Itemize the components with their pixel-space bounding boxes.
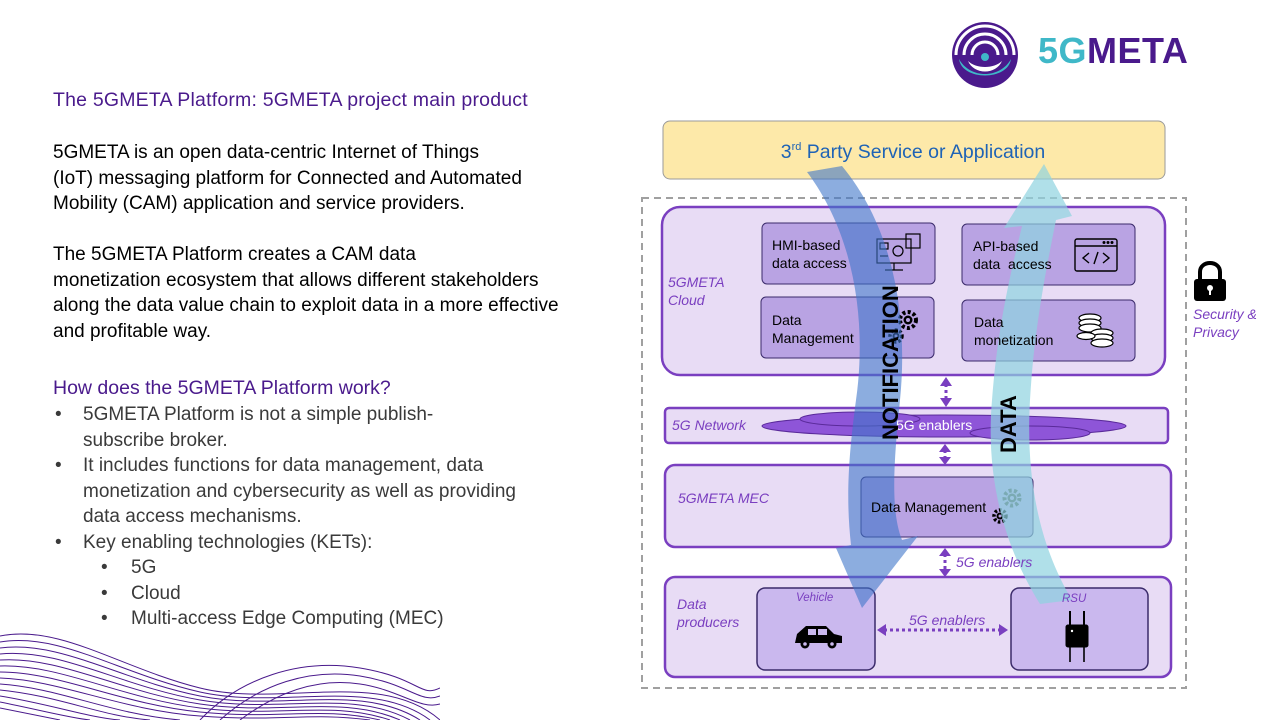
how-it-works-list: • 5GMETA Platform is not a simple publis… xyxy=(53,402,633,632)
hmi-box-label: data access xyxy=(772,255,847,271)
cloud-dm-box-label: Management xyxy=(772,330,854,346)
vehicle-label: Vehicle xyxy=(796,592,833,604)
sub-list-item: • Multi-access Edge Computing (MEC) xyxy=(53,606,633,632)
enablers-link-label: 5G enablers xyxy=(956,554,1032,570)
intro-line: and profitable way. xyxy=(53,320,212,342)
security-label: Security & xyxy=(1193,306,1257,322)
intro-line: 5GMETA is an open data-centric Internet … xyxy=(53,142,479,163)
notification-label: NOTIFICATION xyxy=(878,285,903,440)
cloud-layer-label: 5GMETA xyxy=(668,274,725,290)
logo-text-meta: META xyxy=(1087,30,1189,71)
bullet-glyph: • xyxy=(101,608,108,629)
sub-list-item: • 5G xyxy=(53,555,633,581)
intro-paragraph-1: 5GMETA is an open data-centric Internet … xyxy=(53,140,633,217)
network-layer-label: 5G Network xyxy=(672,417,747,433)
producers-layer-label: Data xyxy=(677,596,707,612)
how-it-works-title: How does the 5GMETA Platform work? xyxy=(53,377,391,399)
intro-line: (IoT) messaging platform for Connected a… xyxy=(53,167,522,189)
code-window-icon xyxy=(1074,238,1118,272)
rsu-label: RSU xyxy=(1062,593,1087,605)
intro-paragraph-2: The 5GMETA Platform creates a CAM data m… xyxy=(53,242,633,344)
sub-list-item-text: Cloud xyxy=(131,582,181,604)
api-box-label: data access xyxy=(973,256,1052,272)
vehicle-rsu-link-label: 5G enablers xyxy=(909,612,985,628)
intro-line: The 5GMETA Platform creates a CAM data xyxy=(53,244,416,265)
mec-layer-label: 5GMETA MEC xyxy=(678,490,770,506)
list-item-line: data access mechanisms. xyxy=(83,506,302,527)
producers-layer-label: producers xyxy=(676,614,739,630)
decorative-waves xyxy=(0,633,440,720)
sub-list-item: • Cloud xyxy=(53,581,633,607)
sub-list-item-text: 5G xyxy=(131,557,157,578)
notification-arrow xyxy=(807,166,918,608)
list-item-line: subscribe broker. xyxy=(83,429,228,451)
bullet-glyph: • xyxy=(101,557,108,578)
list-item-line: monetization and cybersecurity as well a… xyxy=(83,480,516,502)
data-arrow xyxy=(990,164,1072,604)
car-icon xyxy=(795,626,842,649)
monetization-box-label: Data xyxy=(974,314,1004,330)
rsu-icon xyxy=(1065,611,1089,662)
logo-text-5g: 5G xyxy=(1038,30,1088,71)
page-title: The 5GMETA Platform: 5GMETA project main… xyxy=(53,89,528,111)
bullet-glyph: • xyxy=(55,531,62,553)
list-item: • 5GMETA Platform is not a simple publis… xyxy=(53,402,633,453)
api-box-label: API-based xyxy=(973,238,1038,254)
mec-dm-box-label: Data Management xyxy=(871,499,986,515)
third-party-label: 3rd Party Service or Application xyxy=(781,141,1046,163)
cloud-layer-label: Cloud xyxy=(668,292,706,308)
list-item: • Key enabling technologies (KETs): xyxy=(53,530,633,556)
security-label: Privacy xyxy=(1193,324,1240,340)
lock-icon xyxy=(1194,261,1226,301)
list-item: • It includes functions for data managem… xyxy=(53,453,633,530)
list-item-line: 5GMETA Platform is not a simple publish- xyxy=(83,404,434,425)
bullet-glyph: • xyxy=(55,404,62,425)
logo-text: 5GMETA xyxy=(1038,30,1188,72)
logo-mark xyxy=(952,22,1018,88)
monetization-box-label: monetization xyxy=(974,332,1053,348)
list-item-line: Key enabling technologies (KETs): xyxy=(83,531,373,553)
list-item-line: It includes functions for data managemen… xyxy=(83,455,484,476)
bullet-glyph: • xyxy=(55,455,62,476)
intro-line: monetization ecosystem that allows diffe… xyxy=(53,269,539,291)
bullet-glyph: • xyxy=(101,582,108,604)
sub-list-item-text: Multi-access Edge Computing (MEC) xyxy=(131,608,444,629)
third-party-box xyxy=(662,120,1166,180)
data-label: DATA xyxy=(996,395,1021,453)
intro-line: Mobility (CAM) application and service p… xyxy=(53,193,465,214)
coins-icon xyxy=(1076,313,1114,348)
network-enablers-label: 5G enablers xyxy=(896,417,972,433)
hmi-box-label: HMI-based xyxy=(772,237,840,253)
cloud-dm-box-label: Data xyxy=(772,312,802,328)
intro-line: along the data value chain to exploit da… xyxy=(53,295,559,316)
